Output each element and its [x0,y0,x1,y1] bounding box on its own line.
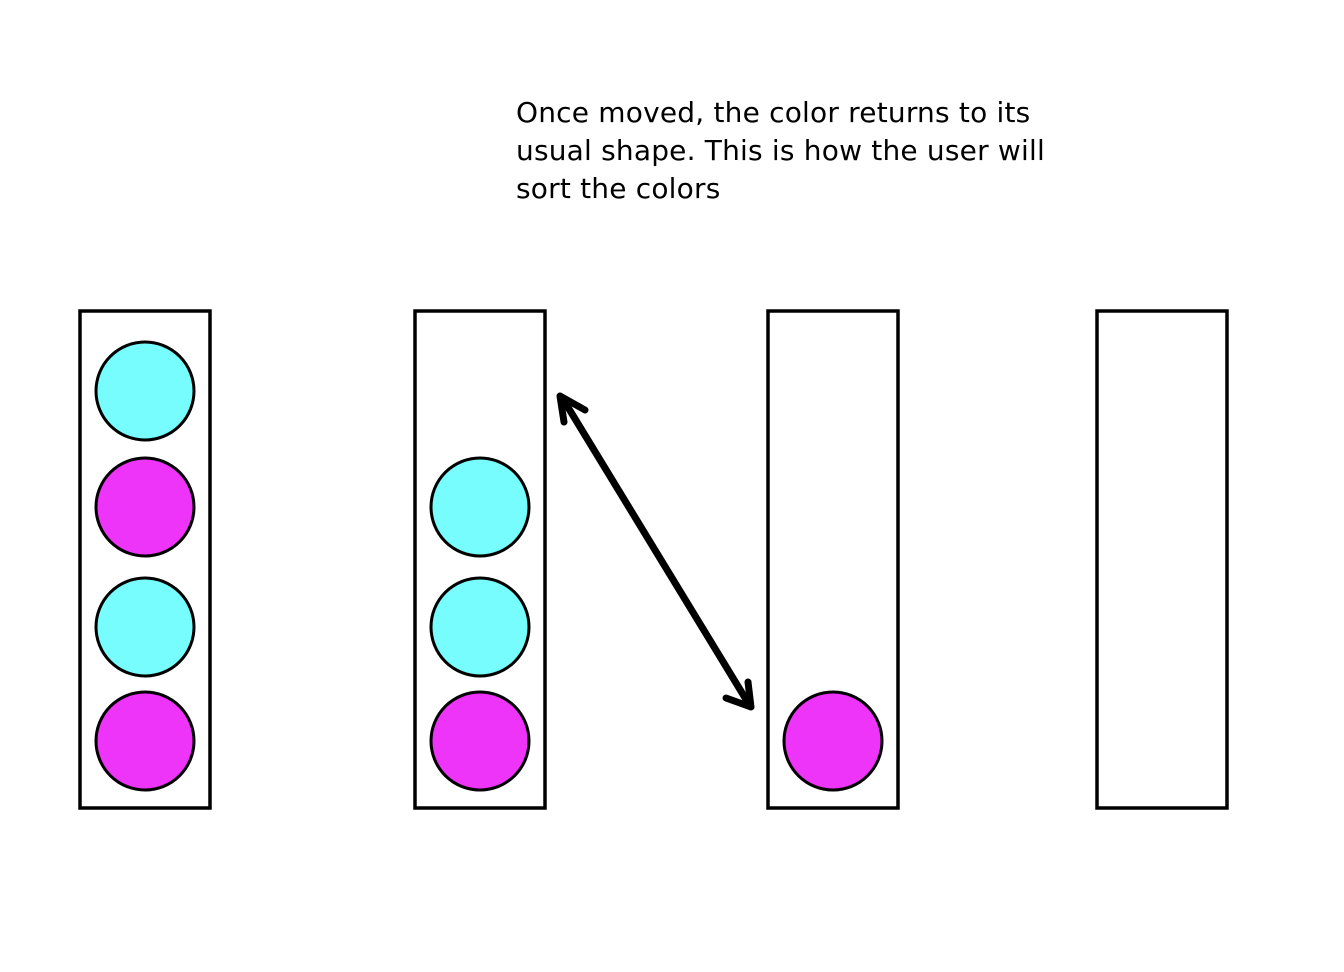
arrow-shaft [562,400,751,705]
arrow-head-top [556,392,589,426]
tube-4[interactable] [1095,309,1229,810]
ball-magenta[interactable] [94,456,196,558]
annotation-text: Once moved, the color returns to its usu… [516,96,1045,205]
ball-cyan[interactable] [429,576,531,678]
ball-cyan[interactable] [94,576,196,678]
ball-cyan[interactable] [94,340,196,442]
move-arrow [556,392,755,711]
tube-outline [1095,309,1229,810]
tube-3[interactable] [766,309,900,810]
ball-magenta[interactable] [94,690,196,792]
tube-2[interactable] [413,309,547,810]
tube-1[interactable] [78,309,212,810]
ball-cyan[interactable] [429,456,531,558]
arrow-head-bottom [722,678,755,711]
tubes-layer [78,309,1229,810]
ball-magenta[interactable] [429,690,531,792]
ball-magenta[interactable] [782,690,884,792]
